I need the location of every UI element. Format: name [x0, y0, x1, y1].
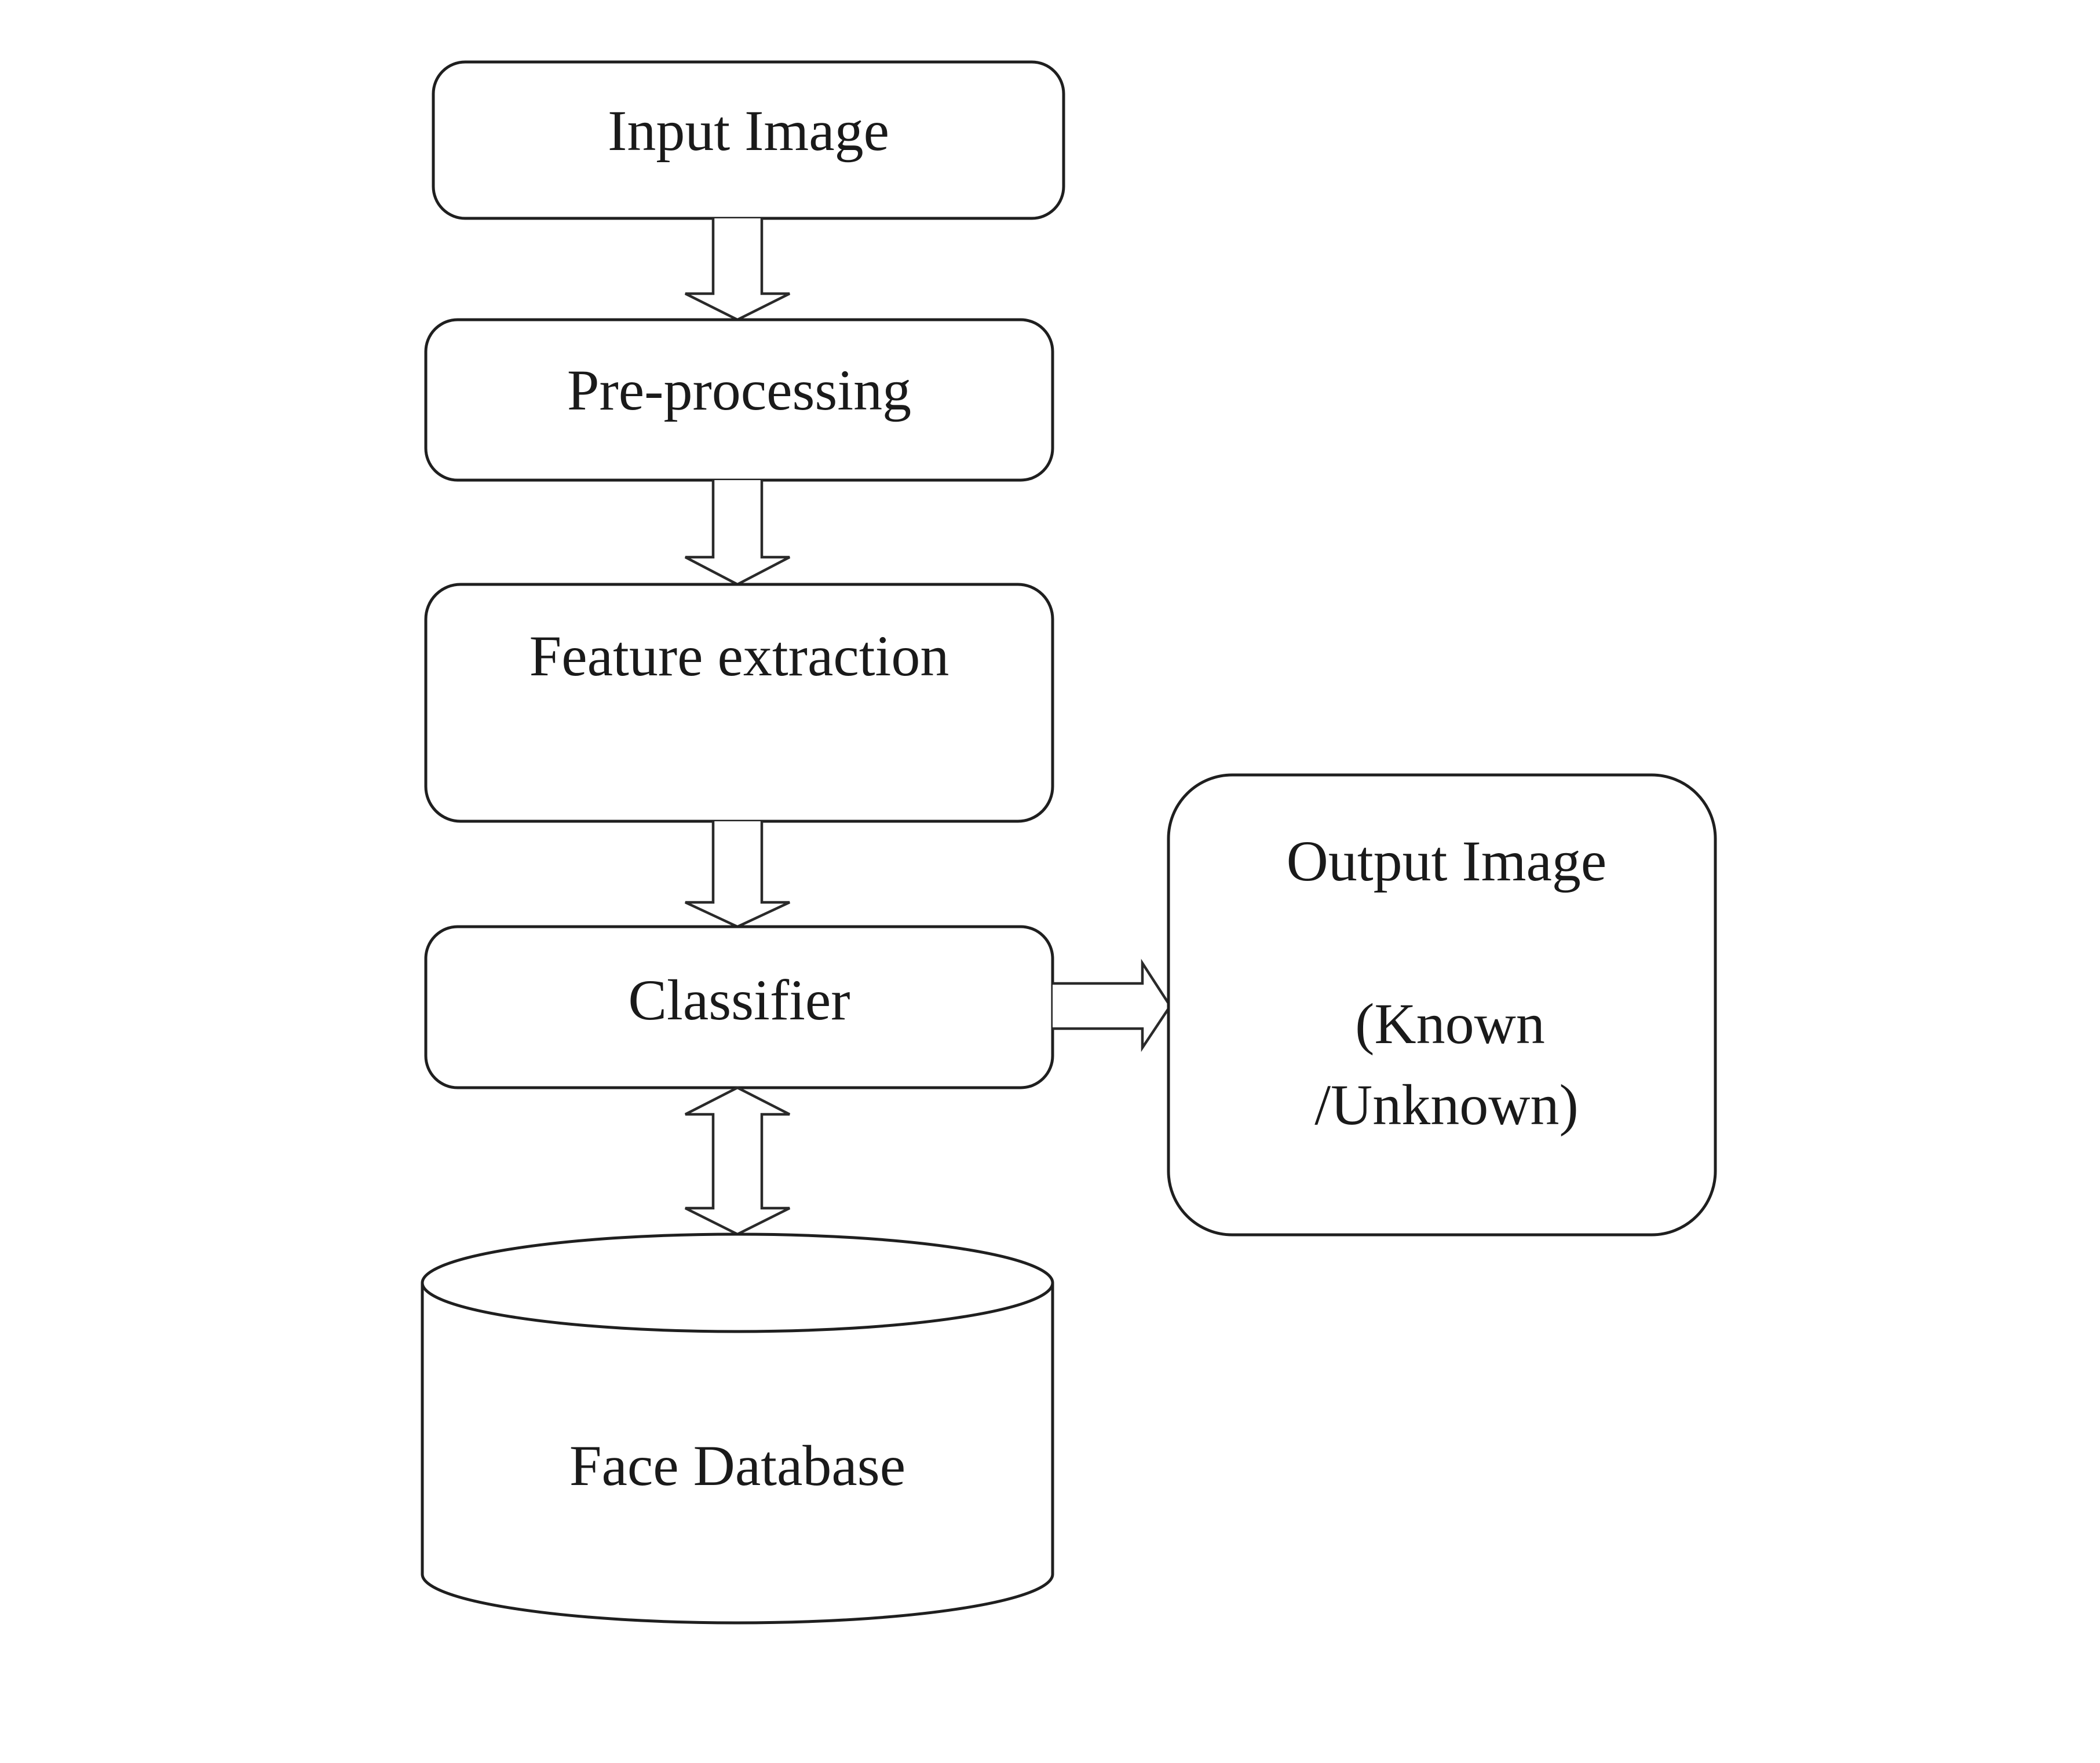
feature-extraction-box	[424, 583, 1054, 823]
output-image-label: Output Image	[1287, 829, 1607, 893]
arrow-feature-to-classifier	[685, 821, 790, 928]
face-database-label: Face Database	[569, 1433, 905, 1498]
output-unknown-label: /Unknown)	[1314, 1073, 1579, 1137]
database-cylinder-top	[421, 1232, 1054, 1333]
feature-extraction-label: Feature extraction	[529, 624, 949, 688]
arrow-classifier-to-output	[1053, 959, 1172, 1052]
preprocessing-label: Pre-processing	[567, 358, 911, 422]
arrow-preprocessing-to-feature	[684, 480, 791, 586]
node-output-image: Output Image (Known /Unknown)	[1167, 773, 1717, 1237]
database-cylinder-body	[421, 1283, 1054, 1625]
arrow-input-to-preprocessing	[684, 218, 791, 321]
input-image-label: Input Image	[608, 98, 889, 163]
arrow-classifier-database-bidirectional	[684, 1086, 791, 1236]
node-input-image: Input Image	[432, 60, 1065, 220]
node-classifier: Classifier	[424, 925, 1054, 1089]
output-known-label: (Known	[1355, 992, 1545, 1056]
node-feature-extraction: Feature extraction	[424, 583, 1054, 823]
node-preprocessing: Pre-processing	[424, 318, 1054, 482]
classifier-label: Classifier	[628, 968, 850, 1032]
output-image-box	[1167, 773, 1717, 1237]
node-face-database: Face Database	[421, 1232, 1054, 1625]
